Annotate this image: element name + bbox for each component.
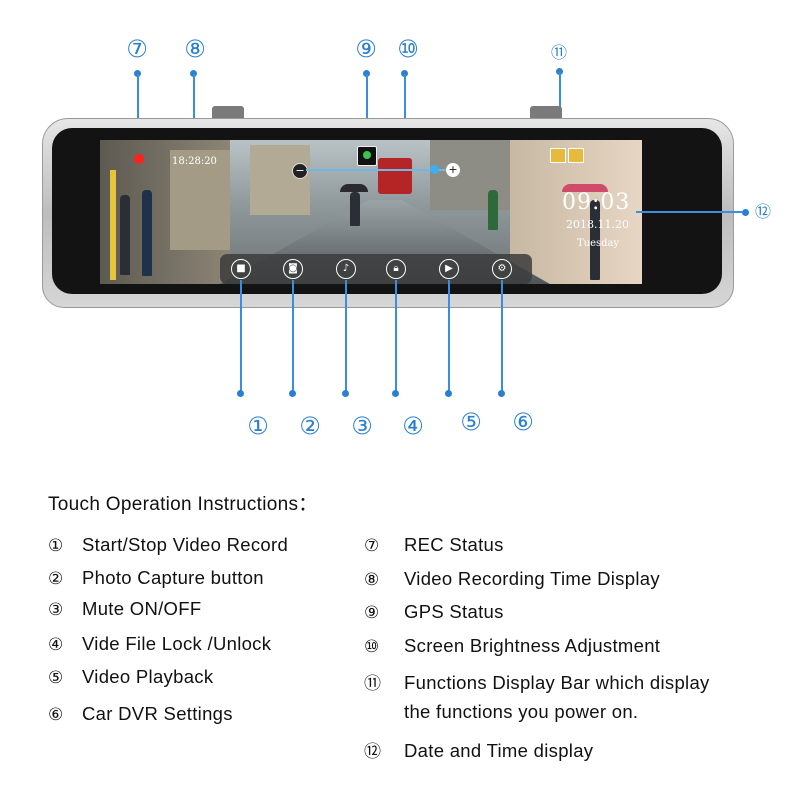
brightness-handle[interactable] — [430, 165, 439, 174]
gps-status-icon — [357, 146, 377, 166]
gear-icon[interactable]: ⚙ — [492, 259, 512, 279]
callout-1-dot — [237, 390, 244, 397]
callout-5-dot — [445, 390, 452, 397]
rec-status-indicator — [134, 154, 144, 164]
callout-6-dot — [498, 390, 505, 397]
callout-1: ① — [247, 412, 269, 440]
yellow-pole — [110, 170, 116, 280]
callout-7-line — [137, 74, 139, 156]
clock: 09:03 — [562, 190, 631, 215]
callout-11: ⑪ — [550, 43, 567, 62]
legend-item-continuation: the functions you power on. — [404, 701, 639, 722]
callout-10-line — [404, 74, 406, 146]
pedestrian — [350, 192, 360, 226]
callout-7: ⑦ — [126, 35, 148, 63]
mount-clip-right — [530, 106, 562, 120]
callout-3-dot — [342, 390, 349, 397]
callout-4: ④ — [402, 412, 424, 440]
brightness-slider[interactable] — [306, 169, 446, 171]
callout-12-line — [636, 211, 742, 213]
pedestrian — [142, 190, 152, 276]
callout-9: ⑨ — [355, 35, 377, 63]
instructions-heading: Touch Operation Instructions： — [48, 494, 318, 515]
pedestrian — [488, 190, 498, 230]
callout-12-dot — [742, 209, 749, 216]
camera-icon[interactable]: ◙ — [283, 259, 303, 279]
stop-record-icon[interactable]: ■ — [231, 259, 251, 279]
building-mid-right — [430, 140, 510, 210]
touch-toolbar — [220, 254, 532, 284]
lock-icon[interactable]: 🔒︎ — [386, 259, 406, 279]
building-left-facade — [170, 150, 230, 250]
brightness-plus-icon[interactable]: + — [446, 163, 460, 177]
callout-5-line — [448, 280, 450, 392]
function-bar-icon — [550, 148, 566, 163]
building-right — [510, 140, 642, 284]
callout-4-line — [395, 280, 397, 392]
callout-8-line — [193, 74, 195, 156]
callout-12: ⑫ — [754, 202, 771, 221]
tram — [378, 158, 412, 194]
callout-10-dot — [401, 70, 408, 77]
callout-2-line — [292, 280, 294, 392]
callout-7-dot — [134, 70, 141, 77]
microphone-icon[interactable]: ♪ — [336, 259, 356, 279]
callout-5: ⑤ — [460, 408, 482, 436]
callout-1-line — [240, 280, 242, 392]
callout-8-dot — [190, 70, 197, 77]
callout-3: ③ — [351, 412, 373, 440]
callout-10: ⑩ — [397, 35, 419, 63]
callout-9-dot — [363, 70, 370, 77]
date: 2018.11.20 — [566, 218, 629, 231]
callout-6-line — [501, 280, 503, 392]
callout-2-dot — [289, 390, 296, 397]
umbrella — [340, 184, 368, 192]
pedestrian — [590, 200, 600, 280]
callout-4-dot — [392, 390, 399, 397]
callout-11-dot — [556, 68, 563, 75]
callout-2: ② — [299, 412, 321, 440]
callout-8: ⑧ — [184, 35, 206, 63]
recording-time: 18:28:20 — [172, 156, 217, 167]
mount-clip-left — [212, 106, 244, 120]
callout-9-line — [366, 74, 368, 146]
pedestrian — [120, 195, 130, 275]
playback-icon[interactable]: ▶ — [439, 259, 459, 279]
callout-6: ⑥ — [512, 408, 534, 436]
brightness-minus-icon[interactable]: − — [292, 163, 308, 179]
weekday: Tuesday — [577, 238, 620, 249]
umbrella — [562, 184, 608, 192]
function-bar-icon — [568, 148, 584, 163]
building-mid-left — [250, 145, 310, 215]
callout-3-line — [345, 280, 347, 392]
